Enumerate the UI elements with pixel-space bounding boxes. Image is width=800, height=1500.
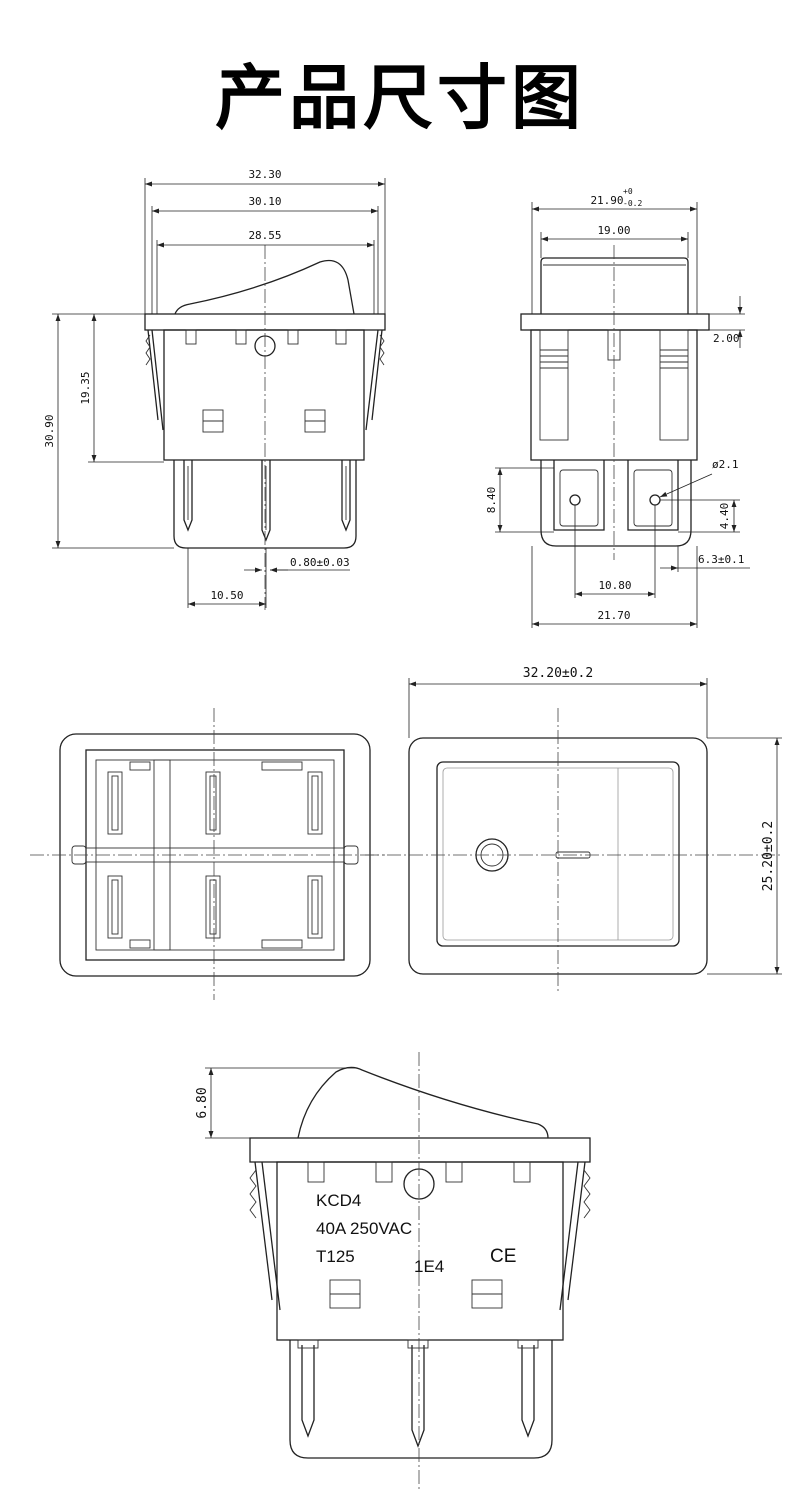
dim-rocker-width: 19.00 [597,224,630,237]
dim-width-frame: 30.10 [248,195,281,208]
top-view: 32.20±0.2 25.20±0.2 [365,666,782,992]
dim-rocker-height: 6.80 [195,1087,210,1118]
dim-hole-height: 4.40 [718,503,731,530]
dim-flange-thickness: 2.00 [713,332,740,345]
side-view: 21.90 +0 -0.2 19.00 2.00 ø2.1 8.40 4.40 … [485,187,750,628]
dim-width-top-tol-upper: +0 [623,187,633,196]
dim-terminal-pitch: 10.80 [598,579,631,592]
marking-cert: CE [490,1246,516,1267]
dim-width-top: 21.90 [590,194,623,207]
dim-height-total: 30.90 [43,414,56,447]
marking-temp: T125 [316,1247,355,1266]
page-title: 产品尺寸图 [215,56,585,139]
dim-width-top-tol-lower: -0.2 [623,199,642,208]
dim-width-body: 28.55 [248,229,281,242]
marking-code: 1E4 [414,1257,444,1276]
dim-bottom-width: 21.70 [597,609,630,622]
dim-pin-pitch: 10.50 [210,589,243,602]
detail-view: 6.80 KCD4 40A 250VAC T125 1E4 CE [195,1052,591,1490]
dim-width-overall: 32.30 [248,168,281,181]
dim-pin-thickness: 0.80±0.03 [290,556,350,569]
marking-model: KCD4 [316,1191,361,1210]
dim-terminal-height: 8.40 [485,487,498,514]
front-view: 32.30 30.10 28.55 30.90 19.35 0.80±0.03 … [43,168,386,610]
dim-terminal-width: 6.3±0.1 [698,553,744,566]
dim-height-body: 19.35 [79,371,92,404]
marking-rating: 40A 250VAC [316,1219,412,1238]
dim-top-height: 25.20±0.2 [761,821,776,891]
dim-hole-dia: ø2.1 [712,458,739,471]
bottom-view [30,708,385,1000]
dim-top-width: 32.20±0.2 [523,666,593,681]
